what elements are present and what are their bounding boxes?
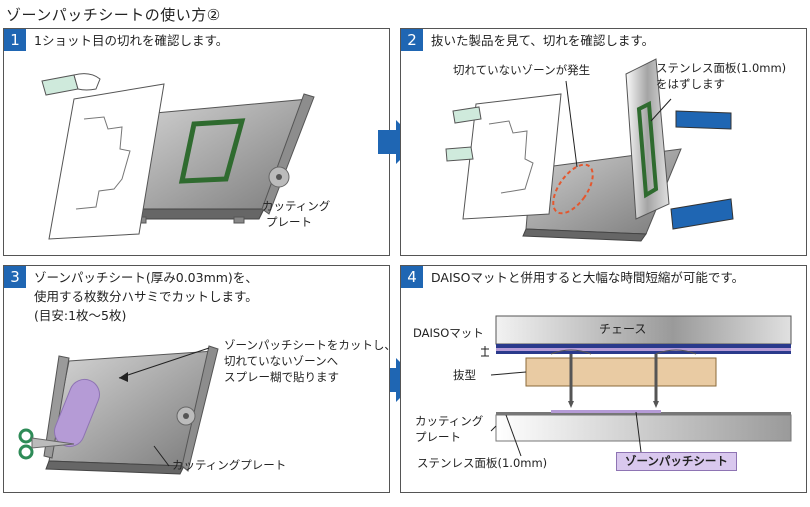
step-4-label-steel: ステンレス面板(1.0mm) bbox=[417, 456, 548, 470]
step-2-label-steel: ステンレス面板(1.0mm) bbox=[656, 61, 787, 75]
arrow-right-icon bbox=[378, 120, 418, 164]
step-2-label-uncut: 切れていないゾーンが発生 bbox=[453, 63, 591, 77]
step-4-label-cut1: カッティング bbox=[415, 414, 484, 428]
step-3-line-2: 使用する枚数分ハサミでカットします。 bbox=[34, 289, 258, 304]
page-title: ゾーンパッチシートの使い方② bbox=[6, 6, 221, 24]
step-4-badge: 4 bbox=[401, 266, 423, 288]
step-3-label-cut: ゾーンパッチシートをカットし、 bbox=[224, 338, 390, 352]
step-1-label-cutting: カッティング bbox=[262, 199, 331, 213]
step-1-label-plate: プレート bbox=[266, 215, 312, 229]
step-2-badge: 2 bbox=[401, 29, 423, 51]
step-4-label-die: 抜型 bbox=[453, 368, 476, 382]
step-1-panel: 1 1ショット目の切れを確認します。 カッティング プレート bbox=[3, 28, 390, 256]
step-3-illustration bbox=[18, 345, 219, 475]
step-4-label-daiso: DAISOマット bbox=[413, 326, 484, 340]
step-1-text: 1ショット目の切れを確認します。 bbox=[34, 33, 229, 48]
step-3-line-1: ゾーンパッチシート(厚み0.03mm)を、 bbox=[34, 270, 258, 285]
step-3-line-3: (目安:1枚〜5枚) bbox=[34, 308, 127, 323]
step-2-panel: 2 抜いた製品を見て、切れを確認します。 切れていないゾーンが発生 bbox=[400, 28, 807, 256]
step-2-label-remove: をはずします bbox=[656, 77, 725, 91]
step-2-text: 抜いた製品を見て、切れを確認します。 bbox=[431, 33, 655, 48]
step-4-label-cut2: プレート bbox=[415, 430, 461, 444]
step-2-illustration bbox=[445, 58, 734, 242]
step-1-badge: 1 bbox=[4, 29, 26, 51]
step-1-illustration bbox=[41, 73, 315, 240]
step-4-panel: 4 DAISOマットと併用すると大幅な時間短縮が可能です。 bbox=[400, 265, 807, 493]
step-4-illustration bbox=[481, 315, 792, 457]
step-4-label-zone-sheet: ゾーンパッチシート bbox=[616, 452, 737, 471]
step-4-label-chase: チェース bbox=[599, 322, 647, 336]
step-3-badge: 3 bbox=[4, 266, 26, 288]
step-3-label-zone: 切れていないゾーンへ bbox=[224, 354, 339, 368]
step-3-panel: 3 ゾーンパッチシート(厚み0.03mm)を、 使用する枚数分ハサミでカットしま… bbox=[3, 265, 390, 493]
step-4-text: DAISOマットと併用すると大幅な時間短縮が可能です。 bbox=[431, 270, 745, 285]
step-3-label-cutting-plate: カッティングプレート bbox=[172, 458, 287, 472]
step-3-label-glue: スプレー糊で貼ります bbox=[224, 370, 339, 384]
